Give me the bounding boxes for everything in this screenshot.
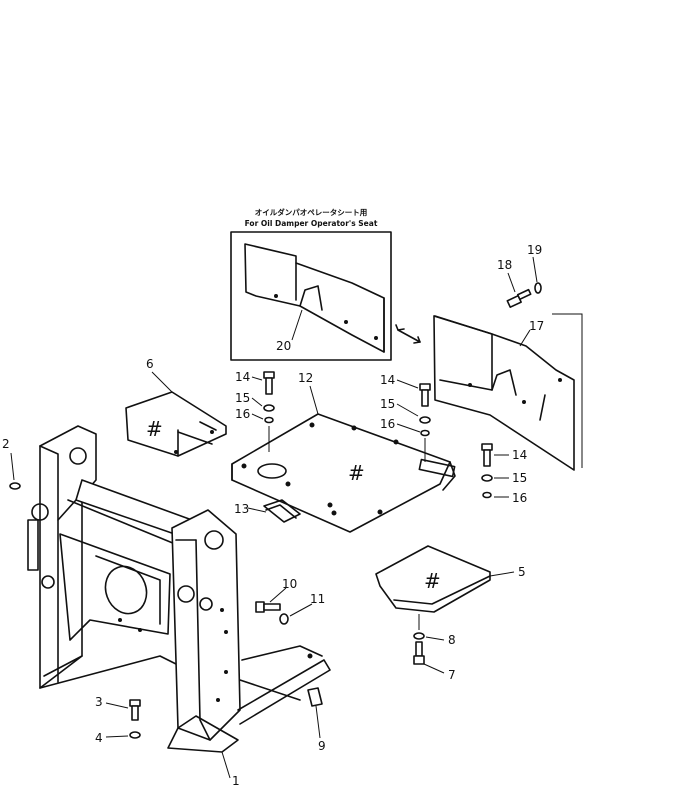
callout-13: 13 [234,502,249,516]
bolt-14a [263,371,275,395]
bolt-3 [129,699,141,721]
washer-4 [129,731,141,739]
callout-3: 3 [95,695,103,709]
leader-lines [10,256,538,779]
callout-15a: 15 [235,391,250,405]
callout-8: 8 [448,633,456,647]
bolt-7 [413,641,425,665]
callout-12: 12 [298,371,313,385]
main-frame-1 [27,425,331,753]
cover-5: # [375,545,491,613]
callout-1: 1 [232,774,240,785]
callout-5: 5 [518,565,526,579]
callout-18: 18 [497,258,512,272]
seat-bracket-6: # [125,391,227,457]
callout-16a: 16 [235,407,250,421]
inset-caption-en: For Oil Damper Operator's Seat [245,219,378,228]
inset-caption-jp: オイルダンパオペレータシート用 [255,207,368,217]
callout-9: 9 [318,739,326,753]
callout-19: 19 [527,243,542,257]
callout-2: 2 [2,437,10,451]
floor-plate-mark: # [348,461,365,485]
callout-17: 17 [529,319,544,333]
callout-15c: 15 [512,471,527,485]
callout-15b: 15 [380,397,395,411]
callout-4: 4 [95,731,103,745]
callout-16c: 16 [512,491,527,505]
bolt-14c [481,443,493,467]
washer-16c [482,491,492,499]
floor-plate-12: # [231,413,456,533]
washer-11 [279,613,289,625]
washer-2 [9,482,21,490]
callout-14b: 14 [380,373,395,387]
inset-oil-damper-seat: オイルダンパオペレータシート用 For Oil Damper Operator'… [230,207,392,361]
washer-16a [264,416,274,424]
callout-11: 11 [310,592,325,606]
washer-15a [263,404,275,412]
callout-14c: 14 [512,448,527,462]
washer-16b [420,429,430,437]
washer-15c [481,474,493,482]
callout-6: 6 [146,357,154,371]
callout-7: 7 [448,668,456,682]
washer-15b [419,416,431,424]
cover-17 [433,313,583,471]
clip-13 [263,499,301,523]
cover-20 [244,243,385,353]
seat-bracket-mark: # [146,417,163,441]
cover-5-mark: # [424,569,441,593]
bolt-14b [419,383,431,407]
callout-14a: 14 [235,370,250,384]
clip-9 [307,687,323,707]
hardware [9,282,542,739]
callout-labels: 1 2 3 4 5 6 7 8 9 10 11 12 13 14 14 14 1… [2,243,544,785]
washer-19 [534,282,542,294]
washer-8 [413,632,425,640]
callout-16b: 16 [380,417,395,431]
bolt-18 [506,288,532,308]
bolt-10 [255,601,281,613]
callout-10: 10 [282,577,297,591]
callout-20: 20 [276,339,291,353]
inset-frame [230,231,392,361]
swap-arrow-icon [395,324,421,344]
